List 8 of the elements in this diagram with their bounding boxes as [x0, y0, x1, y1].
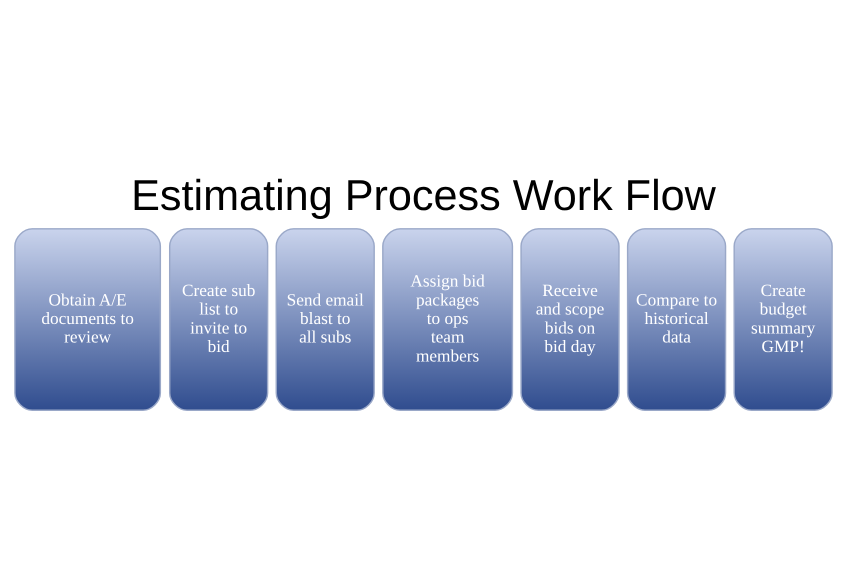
node-box: Create sub list to invite to bid: [168, 228, 268, 410]
node-box: Receive and scope bids on bid day: [520, 228, 620, 410]
node-box: Create budget summary GMP!: [733, 228, 833, 410]
node-box: Compare to historical data: [626, 228, 726, 410]
node-box: Assign bid packages to ops team members: [382, 228, 514, 410]
node-box: Obtain A/E documents to review: [14, 228, 162, 410]
diagram-title: Estimating Process Work Flow: [131, 172, 716, 220]
node-box: Send email blast to all subs: [276, 228, 375, 410]
